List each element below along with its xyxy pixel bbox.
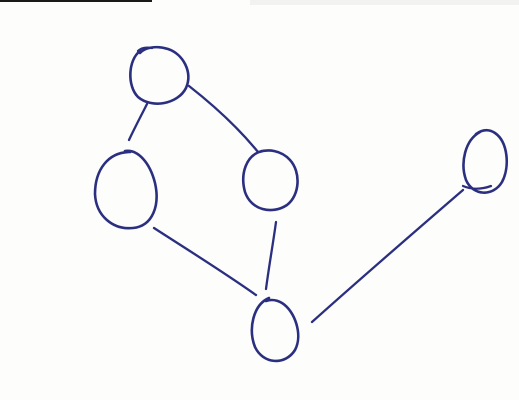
scan-shading-top-right: [250, 0, 519, 5]
edge-right-bottom: [264, 220, 278, 291]
edge-bottom-far-right: [310, 188, 465, 324]
graph-ink: [93, 45, 509, 363]
edge-top-left: [127, 102, 149, 142]
node-left: [93, 149, 158, 230]
edge-left-bottom: [152, 226, 258, 297]
edge-top-right: [187, 84, 260, 154]
node-far-right-closure: [461, 184, 493, 190]
node-top: [129, 45, 190, 105]
node-top-overlap-stroke: [136, 46, 154, 53]
node-far-right: [462, 128, 509, 194]
node-bottom: [250, 296, 300, 363]
node-right: [241, 149, 299, 212]
